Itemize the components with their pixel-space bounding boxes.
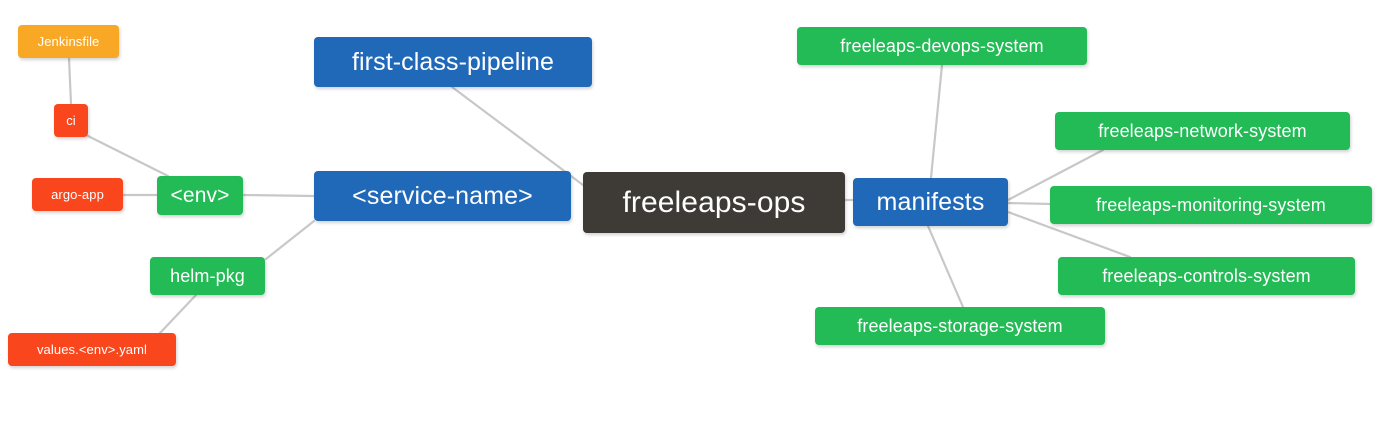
node-label: <env> bbox=[170, 184, 230, 207]
node-freeleaps-network-system[interactable]: freeleaps-network-system bbox=[1055, 112, 1350, 150]
node-label: helm-pkg bbox=[170, 266, 245, 286]
node-root-freeleaps-ops[interactable]: freeleaps-ops bbox=[583, 172, 845, 233]
node-helm-pkg[interactable]: helm-pkg bbox=[150, 257, 265, 295]
node-label: freeleaps-monitoring-system bbox=[1096, 195, 1326, 215]
node-freeleaps-controls-system[interactable]: freeleaps-controls-system bbox=[1058, 257, 1355, 295]
node-label: values.<env>.yaml bbox=[36, 342, 148, 357]
node-label: freeleaps-network-system bbox=[1098, 121, 1307, 141]
node-freeleaps-monitoring-system[interactable]: freeleaps-monitoring-system bbox=[1050, 186, 1372, 224]
edge-servicename-helmpkg bbox=[264, 219, 316, 261]
node-env[interactable]: <env> bbox=[157, 176, 243, 215]
node-ci[interactable]: ci bbox=[54, 104, 88, 137]
node-label: ci bbox=[66, 113, 76, 128]
edge-manifests-devops bbox=[929, 63, 944, 180]
edge-manifests-monitoring bbox=[1006, 201, 1052, 206]
edge-ci-env bbox=[86, 134, 170, 178]
node-service-name[interactable]: <service-name> bbox=[314, 171, 571, 221]
node-label: freeleaps-controls-system bbox=[1102, 266, 1311, 286]
node-label: <service-name> bbox=[352, 181, 533, 210]
node-label: freeleaps-devops-system bbox=[840, 36, 1044, 56]
node-values-yaml[interactable]: values.<env>.yaml bbox=[8, 333, 176, 366]
node-label: Jenkinsfile bbox=[37, 34, 100, 49]
edge-manifests-storage bbox=[926, 224, 965, 309]
node-manifests[interactable]: manifests bbox=[853, 178, 1008, 226]
node-label: freeleaps-ops bbox=[622, 185, 806, 219]
node-label: argo-app bbox=[51, 187, 104, 202]
node-argo-app[interactable]: argo-app bbox=[32, 178, 123, 211]
edge-env-servicename bbox=[241, 193, 316, 198]
edge-helmpkg-values bbox=[158, 293, 198, 335]
node-label: freeleaps-storage-system bbox=[857, 316, 1063, 336]
node-label: first-class-pipeline bbox=[351, 47, 555, 76]
node-freeleaps-storage-system[interactable]: freeleaps-storage-system bbox=[815, 307, 1105, 345]
node-jenkinsfile[interactable]: Jenkinsfile bbox=[18, 25, 119, 58]
node-freeleaps-devops-system[interactable]: freeleaps-devops-system bbox=[797, 27, 1087, 65]
node-first-class-pipeline[interactable]: first-class-pipeline bbox=[314, 37, 592, 87]
edge-jenkinsfile-ci bbox=[67, 56, 73, 106]
node-label: manifests bbox=[876, 187, 985, 216]
